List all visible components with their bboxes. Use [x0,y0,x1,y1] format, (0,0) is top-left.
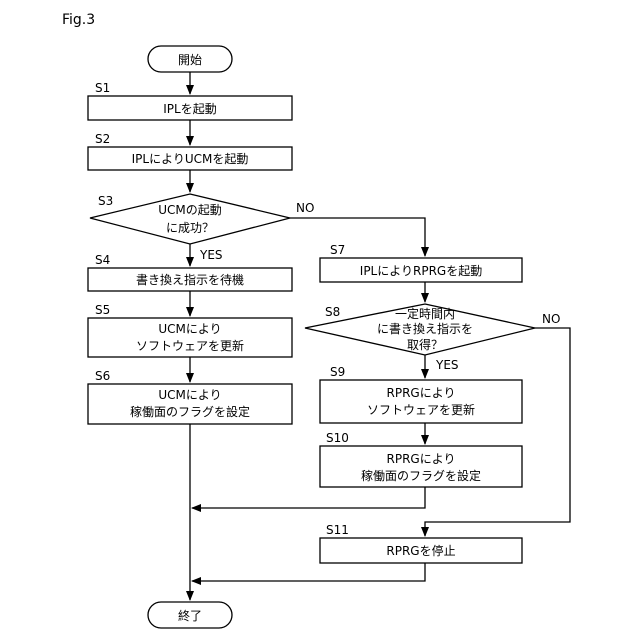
start-node: 開始 [148,46,232,72]
step-label-s5: S5 [95,303,110,317]
s5-label-line2: ソフトウェアを更新 [136,338,244,353]
decision-s3: UCMの起動 に成功？ [90,194,290,244]
s4-label: 書き換え指示を待機 [136,272,244,287]
step-label-s7: S7 [330,243,345,257]
s1-label: IPLを起動 [163,102,216,116]
process-box-s4: 書き換え指示を待機 [88,268,292,291]
s8-yes-label: YES [435,358,459,372]
process-box-s6: UCMにより 稼働面のフラグを設定 [88,384,292,424]
end-label: 終了 [178,608,202,623]
s2-label: IPLによりUCMを起動 [132,152,249,166]
process-box-s10: RPRGにより 稼働面のフラグを設定 [320,446,522,487]
s8-no-label: NO [542,312,560,326]
s3-no-label: NO [296,201,314,215]
step-label-s2: S2 [95,132,110,146]
process-box-s5: UCMにより ソフトウェアを更新 [88,318,292,357]
s8-label-line3: 取得？ [407,337,443,352]
process-box-s1: IPLを起動 [88,96,292,120]
s10-label-line1: RPRGにより [387,452,456,466]
step-label-s9: S9 [330,365,345,379]
s5-label-line1: UCMにより [158,322,221,336]
s8-label-line2: に書き換え指示を [377,321,473,336]
step-label-s10: S10 [326,431,349,445]
end-node: 終了 [148,602,232,628]
s8-label-line1: 一定時間内 [395,306,455,321]
step-label-s6: S6 [95,369,110,383]
s3-label-line2: に成功？ [166,221,214,235]
step-label-s11: S11 [326,523,349,537]
arrow-s11-to-main [192,563,425,581]
step-label-s8: S8 [325,305,340,319]
s7-label: IPLによりRPRGを起動 [360,264,482,278]
figure-label: Fig.3 [62,12,95,28]
step-label-s1: S1 [95,81,110,95]
process-box-s9: RPRGにより ソフトウェアを更新 [320,380,522,423]
arrow-s3-no-to-s7 [290,218,425,256]
step-label-s3: S3 [98,194,113,208]
s6-label-line2: 稼働面のフラグを設定 [130,404,250,419]
s11-label: RPRGを停止 [386,543,455,558]
arrow-s10-to-main [192,487,425,508]
s3-yes-label: YES [199,248,223,262]
process-box-s7: IPLによりRPRGを起動 [320,258,522,282]
start-label: 開始 [178,53,202,67]
process-box-s11: RPRGを停止 [320,538,522,563]
step-label-s4: S4 [95,253,110,267]
s9-label-line2: ソフトウェアを更新 [367,402,475,417]
s9-label-line1: RPRGにより [387,386,456,400]
s10-label-line2: 稼働面のフラグを設定 [361,468,481,483]
s6-label-line1: UCMにより [158,388,221,402]
s3-label-line1: UCMの起動 [158,203,222,217]
process-box-s2: IPLによりUCMを起動 [88,147,292,170]
